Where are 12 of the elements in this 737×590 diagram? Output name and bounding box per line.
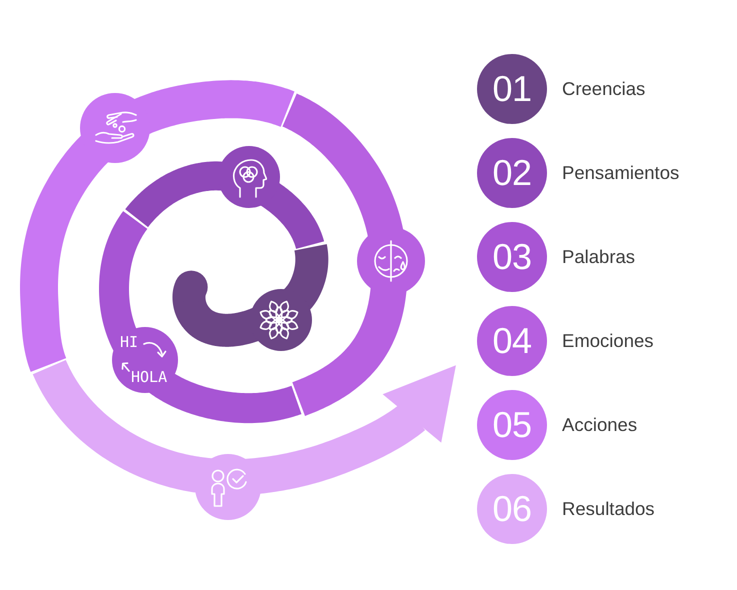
- step-number: 02: [492, 155, 532, 191]
- step-label: Resultados: [562, 498, 655, 520]
- step-label: Acciones: [562, 414, 638, 436]
- step-number: 04: [492, 323, 532, 359]
- step-label: Creencias: [562, 78, 646, 100]
- step-number: 03: [492, 239, 532, 275]
- step-number: 01: [492, 71, 532, 107]
- step-label: Emociones: [562, 330, 654, 352]
- step-label: Palabras: [562, 246, 636, 268]
- step-number: 06: [492, 491, 532, 527]
- step-label: Pensamientos: [562, 162, 680, 184]
- step-number: 05: [492, 407, 532, 443]
